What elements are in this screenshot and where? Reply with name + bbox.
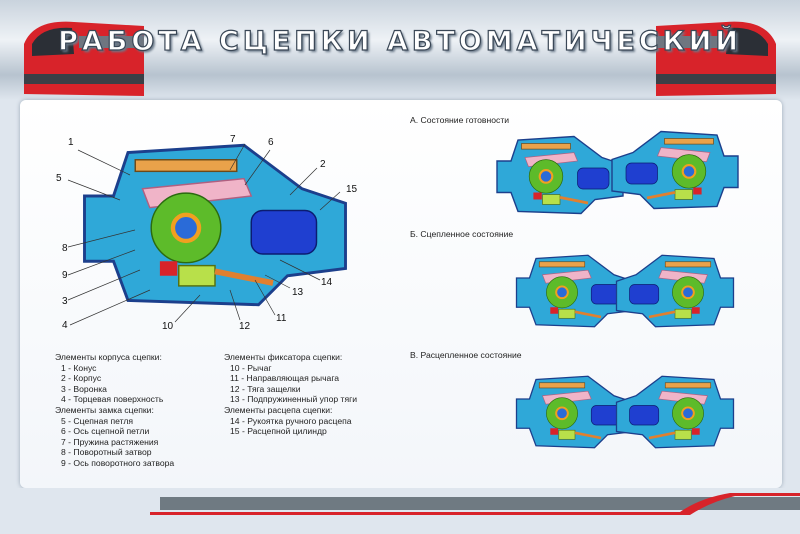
legend-item: 10 - Рычаг: [230, 362, 272, 373]
callout-11: 11: [276, 313, 287, 324]
footer-decoration: [0, 488, 800, 534]
legend-heading: Элементы расцепа сцепки:: [224, 404, 333, 415]
legend-item: 7 - Пружина растяжения: [61, 436, 159, 447]
callout-8: 8: [62, 243, 68, 254]
state-caption-coupled: Б. Сцепленное состояние: [410, 229, 514, 239]
legend-item: 11 - Направляющая рычага: [230, 373, 340, 384]
callout-12: 12: [239, 321, 251, 332]
state-caption-ready: А. Состояние готовности: [410, 115, 510, 125]
legend-item: 12 - Тяга защелки: [230, 383, 301, 394]
callout-14: 14: [321, 277, 333, 288]
legend-heading: Элементы фиксатора сцепки:: [224, 352, 343, 362]
legend-right: Элементы фиксатора сцепки: 10 - Рычаг 11…: [224, 352, 357, 437]
legend-item: 6 - Ось сцепной петли: [61, 426, 150, 437]
page-title: РАБОТА СЦЕПКИ АВТОМАТИЧЕСКИЙ: [57, 25, 742, 57]
legend-item: 2 - Корпус: [61, 373, 102, 384]
coupler-uncoupled-right: [614, 374, 736, 450]
legend-item: 4 - Торцевая поверхность: [61, 394, 164, 405]
legend-item: 14 - Рукоятка ручного расцепа: [230, 415, 352, 426]
state-caption-uncoupled: В. Расцепленное состояние: [410, 350, 522, 360]
legend-item: 15 - Расцепной цилиндр: [230, 426, 327, 437]
callout-15: 15: [346, 184, 358, 195]
legend-item: 13 - Подпружиненный упор тяги: [230, 394, 358, 405]
coupler-coupled-right: [614, 253, 736, 329]
legend-item: 1 - Конус: [61, 362, 97, 373]
legend-item: 3 - Воронка: [61, 383, 107, 394]
callout-2: 2: [320, 159, 326, 170]
callout-9: 9: [62, 270, 68, 281]
legend-item: 8 - Поворотный затвор: [61, 447, 152, 458]
leader-lines: [67, 143, 341, 326]
legend-item: 9 - Ось поворотного затвора: [61, 457, 175, 468]
callout-6: 6: [268, 137, 274, 148]
callout-13: 13: [292, 287, 304, 298]
callout-10: 10: [162, 321, 174, 332]
callout-3: 3: [62, 296, 68, 307]
train-image-left: [24, 21, 144, 96]
legend-heading: Элементы замка сцепки:: [55, 404, 154, 415]
train-image-right: [656, 21, 776, 96]
coupler-ready-right: [610, 130, 740, 210]
legend-left: Элементы корпуса сцепки: 1 - Конус 2 - К…: [55, 352, 174, 469]
legend-item: 5 - Сцепная петля: [61, 415, 134, 426]
callout-4: 4: [62, 320, 68, 331]
callout-1: 1: [68, 137, 74, 148]
callout-5: 5: [56, 173, 62, 184]
legend-heading: Элементы корпуса сцепки:: [55, 352, 162, 362]
callout-7: 7: [230, 134, 236, 145]
